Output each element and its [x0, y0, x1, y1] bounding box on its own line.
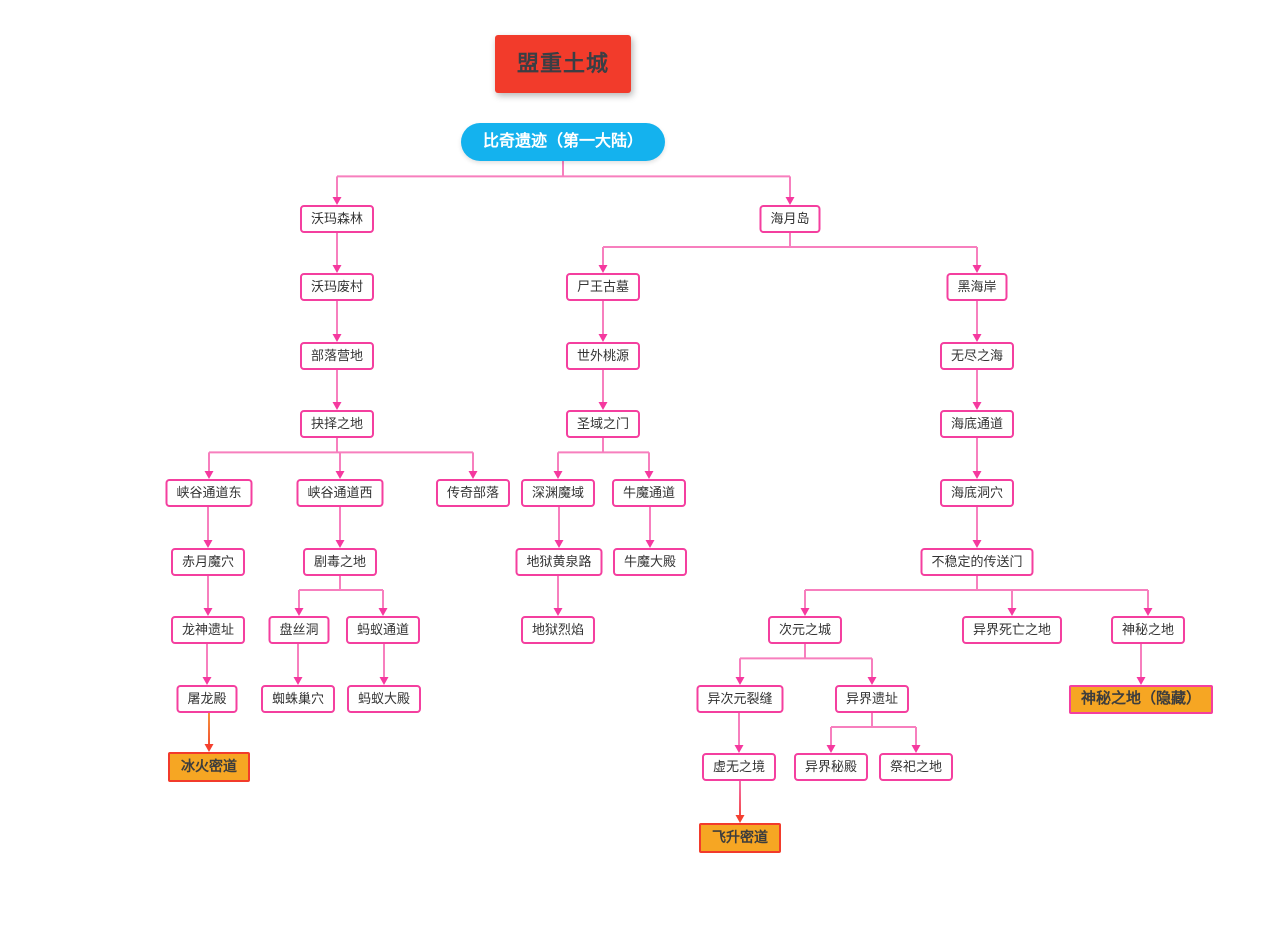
- node-longshenyizhi: 龙神遗址: [170, 616, 246, 645]
- node-wujinzhihai: 无尽之海: [939, 342, 1015, 371]
- node-diyulieyan: 地狱烈焰: [520, 616, 596, 645]
- node-mayidadian: 蚂蚁大殿: [346, 685, 422, 714]
- node-shengyuzhimen: 圣域之门: [565, 410, 641, 439]
- node-xiagutongdaodong: 峡谷通道东: [165, 479, 253, 508]
- node-shiwaitaoyuan: 世外桃源: [565, 342, 641, 371]
- node-yijiesiwangzhidi: 异界死亡之地: [961, 616, 1063, 645]
- node-jisizhidi: 祭祀之地: [878, 753, 954, 782]
- node-niumodadian: 牛魔大殿: [612, 548, 688, 577]
- node-haididongxue: 海底洞穴: [939, 479, 1015, 508]
- node-yiciyuanliefeng: 异次元裂缝: [696, 685, 784, 714]
- node-haiditongdao: 海底通道: [939, 410, 1015, 439]
- node-zhizhuchaoxue: 蜘蛛巢穴: [260, 685, 336, 714]
- node-diyuhuangquanlu: 地狱黄泉路: [515, 548, 603, 577]
- node-biqiyiji: 比奇遗迹（第一大陆）: [460, 123, 666, 161]
- node-xiagutongdaoxi: 峡谷通道西: [296, 479, 384, 508]
- node-ciyuanzhicheng: 次元之城: [767, 616, 843, 645]
- node-xuwuzhijing: 虚无之境: [701, 753, 777, 782]
- node-pansidong: 盘丝洞: [268, 616, 330, 645]
- node-yijiemidian: 异界秘殿: [793, 753, 869, 782]
- node-buluoyingdi: 部落营地: [299, 342, 375, 371]
- node-binghuomidao: 冰火密道: [168, 752, 250, 782]
- node-womafeicun: 沃玛废村: [299, 273, 375, 302]
- node-haiyuedao: 海月岛: [759, 205, 821, 234]
- node-chiyuemoxue: 赤月魔穴: [170, 548, 246, 577]
- node-niumotongdao: 牛魔通道: [611, 479, 687, 508]
- node-feishengmidao: 飞升密道: [699, 823, 781, 853]
- node-heihaian: 黑海岸: [946, 273, 1008, 302]
- node-chuanqibuluo: 传奇部落: [435, 479, 511, 508]
- node-shenmizhidi: 神秘之地: [1110, 616, 1186, 645]
- node-shenyuanmoyu: 深渊魔域: [520, 479, 596, 508]
- node-mayitongdao: 蚂蚁通道: [345, 616, 421, 645]
- node-tulongdian: 屠龙殿: [176, 685, 238, 714]
- node-womasenlin: 沃玛森林: [299, 205, 375, 234]
- node-shenmizhidiyincang: 神秘之地（隐藏）: [1068, 685, 1214, 714]
- node-juduzhidi: 剧毒之地: [302, 548, 378, 577]
- node-buwendingchuansongmen: 不稳定的传送门: [920, 548, 1034, 577]
- node-yijieyizhi: 异界遗址: [834, 685, 910, 714]
- node-juezezhidi: 抉择之地: [299, 410, 375, 439]
- node-shiwanggumu: 尸王古墓: [565, 273, 641, 302]
- node-mengzhongtucheng: 盟重土城: [494, 35, 632, 93]
